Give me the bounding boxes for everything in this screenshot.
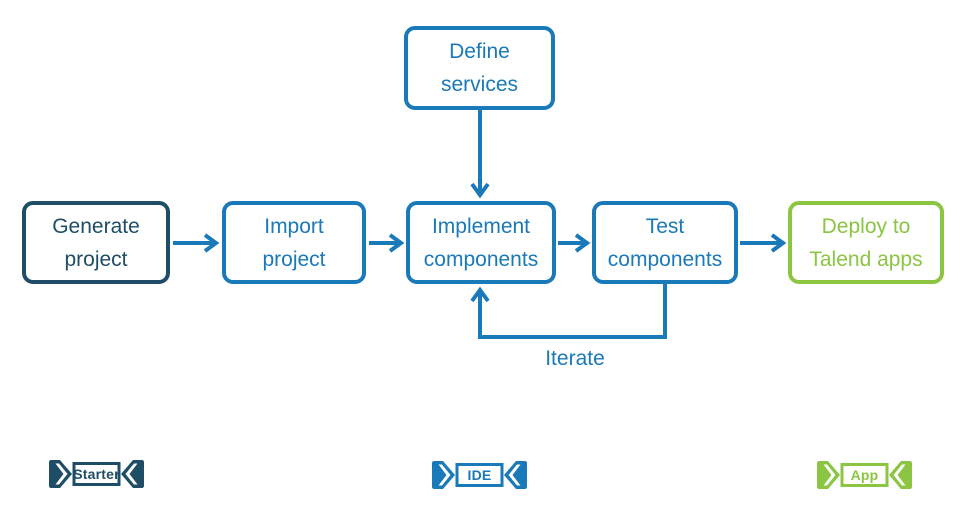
flow-box-generate-project: Generate project xyxy=(22,201,170,284)
ribbon-ide: IDE xyxy=(431,460,528,490)
flow-box-import-project: Import project xyxy=(222,201,366,284)
box-label-line: components xyxy=(607,247,723,271)
box-label-line: project xyxy=(64,247,128,271)
ribbon-band xyxy=(455,463,504,487)
ribbon-chevron-left-icon xyxy=(817,461,840,489)
ribbon-chevron-right-icon xyxy=(504,461,527,489)
box-label-line: Test xyxy=(645,214,685,238)
arrow-iterate-loop xyxy=(470,283,667,339)
box-label-line: project xyxy=(262,247,326,271)
arrow-generate-to-import xyxy=(173,233,220,253)
ribbon-ide-label: IDE xyxy=(467,466,492,483)
box-label-line: Generate xyxy=(52,214,140,238)
box-label-line: Deploy to xyxy=(821,214,911,238)
ribbon-chevron-right-icon xyxy=(889,461,912,489)
ribbon-band xyxy=(840,463,889,487)
flow-box-implement-components: Implement components xyxy=(406,201,556,284)
box-label-line: Define xyxy=(449,40,510,63)
flow-box-deploy-talend-apps: Deploy to Talend apps xyxy=(788,201,944,284)
ribbon-band xyxy=(72,462,121,486)
box-label-line: services xyxy=(440,73,519,96)
ribbon-chevron-right-icon xyxy=(121,460,144,488)
ribbon-app-label: App xyxy=(850,466,879,483)
arrow-import-to-implement xyxy=(369,233,405,253)
ribbon-chevron-left-icon xyxy=(432,461,455,489)
box-label-line: Implement xyxy=(431,214,531,238)
arrow-define-to-implement xyxy=(470,110,490,199)
flow-box-test-components: Test components xyxy=(592,201,738,284)
box-label-line: Talend apps xyxy=(809,247,923,271)
flow-box-define-services: Define services xyxy=(404,26,555,110)
arrow-implement-to-test xyxy=(558,233,591,253)
arrow-test-to-deploy xyxy=(740,233,787,253)
ribbon-app: App xyxy=(816,460,913,490)
ribbon-starter: Starter xyxy=(48,459,145,489)
ribbon-chevron-left-icon xyxy=(49,460,72,488)
box-label-line: Import xyxy=(264,214,324,238)
iterate-label: Iterate xyxy=(545,347,605,370)
box-label-line: components xyxy=(423,247,539,271)
ribbon-starter-label: Starter xyxy=(73,465,120,482)
